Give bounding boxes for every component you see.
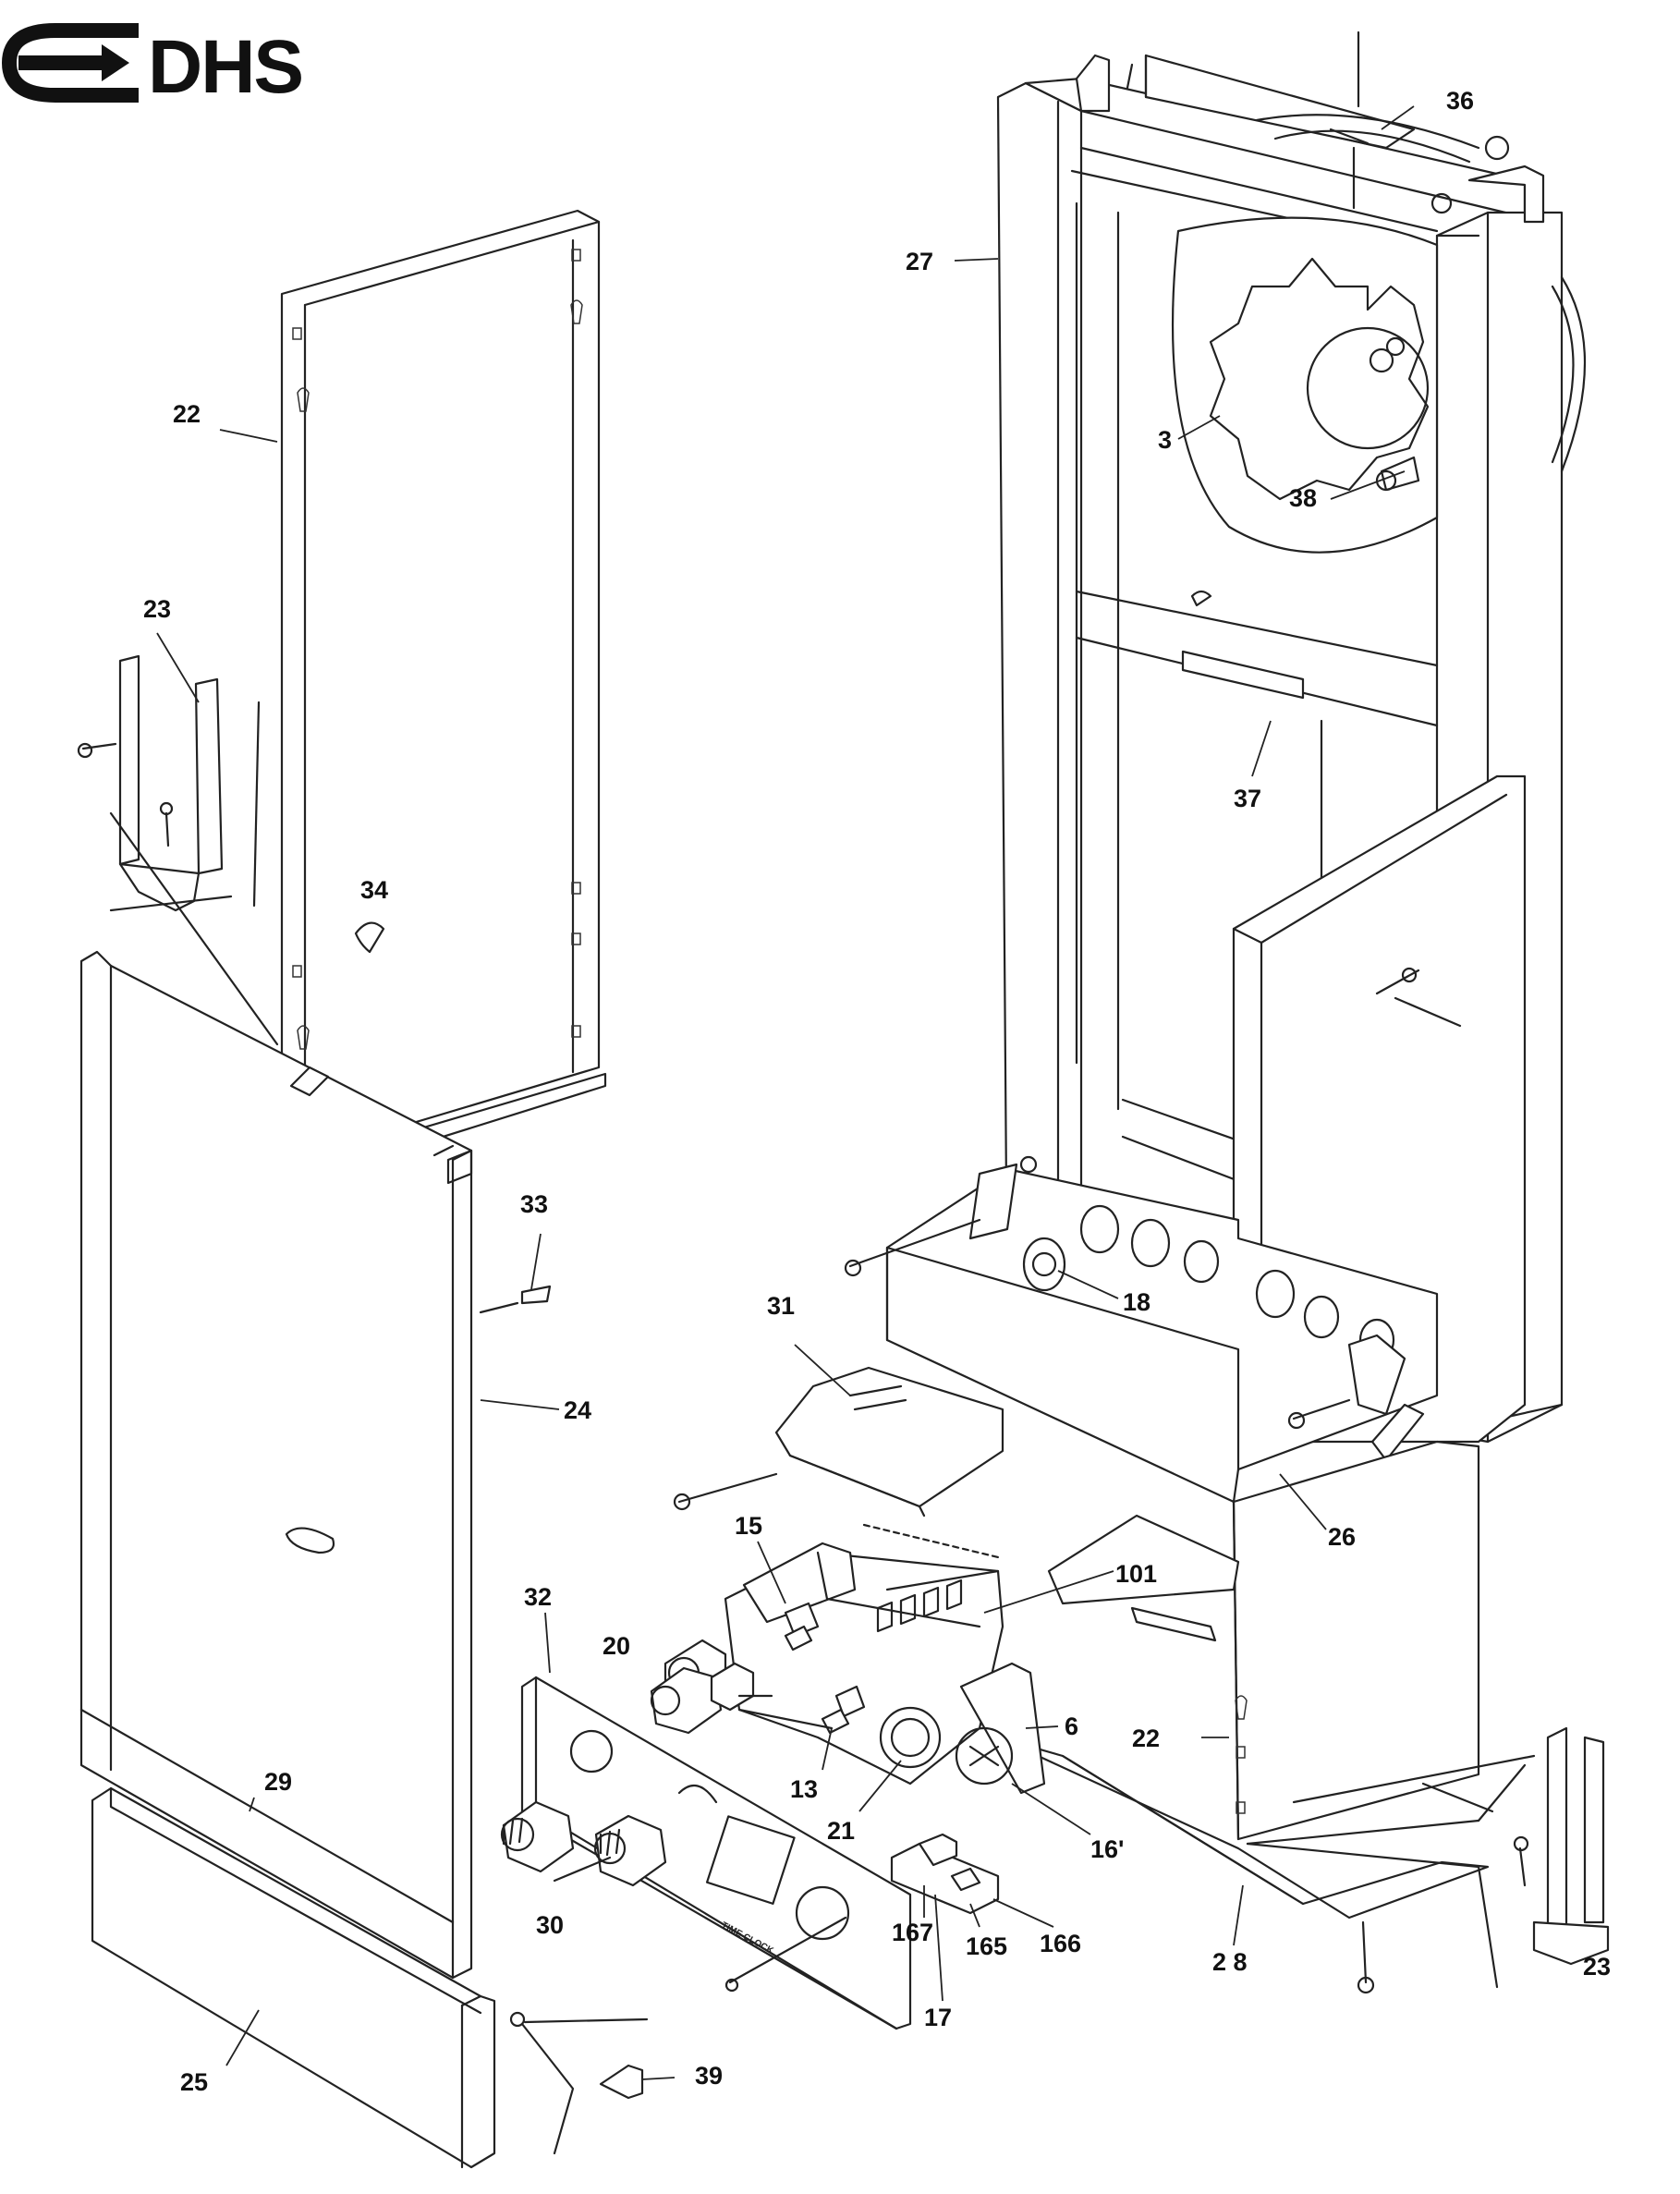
label-165: 165 <box>966 1932 1007 1960</box>
label-38: 38 <box>1289 484 1317 512</box>
label-22-right: 22 <box>1132 1725 1160 1752</box>
label-28: 2 8 <box>1212 1948 1248 1976</box>
leader-lines <box>156 105 1415 2080</box>
part-labels: 36 27 3 38 22 23 34 37 33 24 18 31 26 15… <box>143 87 1611 2096</box>
switch-assembly <box>890 1833 1000 1915</box>
label-25: 25 <box>180 2068 208 2096</box>
hinge-bracket-left <box>77 654 261 912</box>
label-31: 31 <box>767 1292 795 1320</box>
label-3: 3 <box>1158 426 1172 454</box>
screw-33 <box>479 1285 552 1314</box>
bottom-tray <box>844 1155 1439 1504</box>
control-knobs <box>500 1800 667 1887</box>
hinge-bracket-right <box>1246 1726 1610 1989</box>
label-23-left: 23 <box>143 595 171 623</box>
label-26: 26 <box>1328 1523 1356 1551</box>
combustion-chamber-plate <box>1126 30 1587 607</box>
label-29: 29 <box>264 1768 292 1796</box>
label-33: 33 <box>520 1190 548 1218</box>
label-17: 17 <box>924 2004 952 2031</box>
label-18: 18 <box>1123 1288 1150 1316</box>
label-22-top: 22 <box>173 400 201 428</box>
label-21: 21 <box>827 1817 855 1845</box>
label-167: 167 <box>892 1919 933 1946</box>
knob-20 <box>650 1662 773 1735</box>
logo-text: DHS <box>148 25 302 109</box>
label-15: 15 <box>735 1512 762 1540</box>
spindles-13 <box>737 1625 850 1735</box>
label-37: 37 <box>1234 785 1261 812</box>
clip-34 <box>354 921 385 954</box>
label-39: 39 <box>695 2062 723 2090</box>
label-32: 32 <box>524 1583 552 1611</box>
label-6: 6 <box>1065 1713 1078 1740</box>
label-166: 166 <box>1040 1930 1081 1957</box>
lower-kick-panel <box>91 1786 649 2169</box>
label-34: 34 <box>360 876 388 904</box>
label-101: 101 <box>1115 1560 1157 1588</box>
label-24: 24 <box>564 1396 591 1424</box>
control-box <box>663 1366 1046 1795</box>
label-27: 27 <box>906 248 933 275</box>
label-23-right: 23 <box>1583 1953 1611 1981</box>
label-36: 36 <box>1446 87 1474 115</box>
back-side-panel <box>280 209 607 1177</box>
label-30: 30 <box>536 1911 564 1939</box>
front-casing-panel <box>79 811 473 1980</box>
dhs-logo: DHS <box>1 23 304 109</box>
label-20: 20 <box>603 1632 630 1660</box>
lower-case <box>996 1440 1536 1994</box>
label-16: 16' <box>1090 1835 1124 1863</box>
label-13: 13 <box>790 1775 818 1803</box>
